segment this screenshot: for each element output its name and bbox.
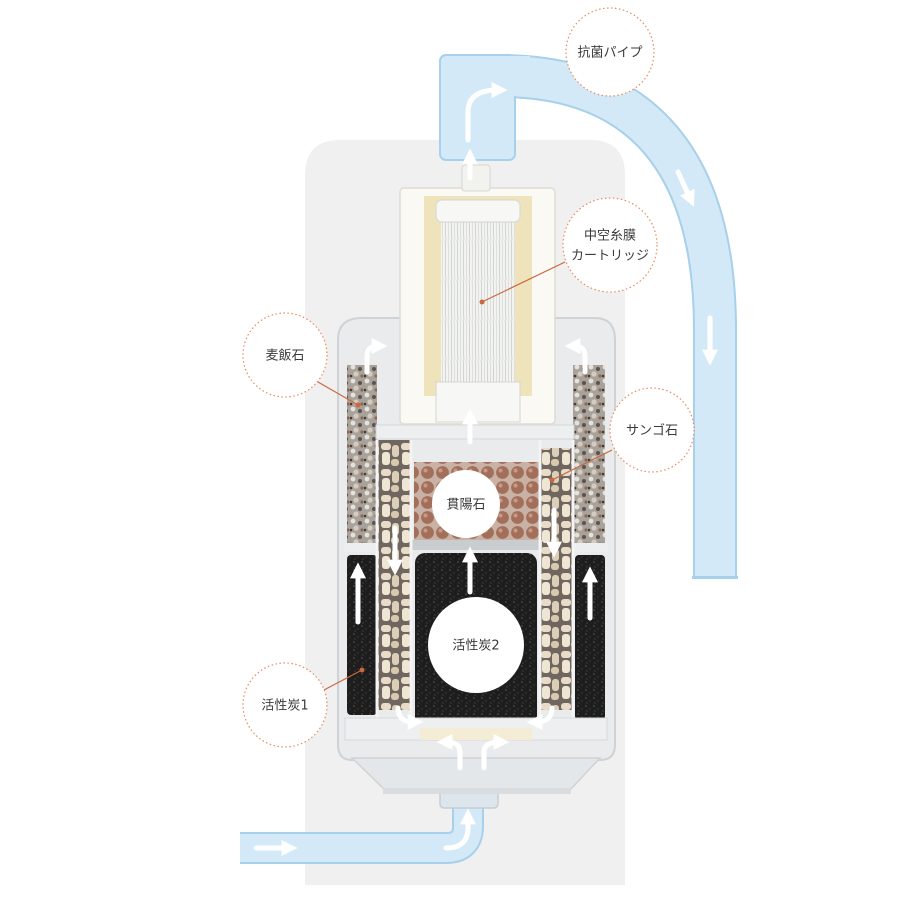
coral-stone-left — [378, 440, 410, 710]
label-coral-stone: サンゴ石 — [609, 387, 695, 473]
bottom-plate-beige — [420, 728, 532, 740]
leader-activated-carbon-1 — [323, 669, 363, 691]
arrow-bottom-left-turn — [395, 705, 424, 730]
label-circle-bakuhanseki — [242, 312, 328, 398]
flow-arrows — [253, 82, 719, 857]
pipe-end-cap — [692, 576, 738, 579]
label-text-hollow-fiber-line2: カートリッジ — [571, 249, 649, 264]
fiber-bottom-cap — [435, 381, 521, 423]
label-text-antibacterial-pipe: 抗菌パイプ — [577, 46, 642, 61]
middle-separator — [412, 540, 542, 550]
label-bakuhanseki: 麦飯石 — [242, 312, 328, 398]
label-circle-antibacterial-pipe — [565, 7, 655, 97]
right-separator — [572, 543, 608, 552]
left-separator — [344, 543, 378, 552]
label-text-hollow-fiber-line1: 中空糸膜 — [584, 229, 636, 244]
pipe-joint-fill — [500, 56, 530, 96]
label-text-activated-carbon-2: 活性炭2 — [452, 639, 499, 654]
coral-stone-right — [541, 448, 572, 710]
arrow-pipe-upper — [675, 169, 695, 207]
label-circle-hollow-fiber — [562, 197, 658, 293]
leader-hollow-fiber — [481, 261, 566, 303]
label-kanyoseki: 貫陽石 — [432, 470, 500, 538]
arrow-bottom-split-right — [481, 734, 510, 771]
fiber-top-cap — [435, 199, 521, 223]
leader-bakuhanseki — [317, 381, 359, 406]
leader-lines — [317, 261, 613, 691]
leader-dot-hollow-fiber — [479, 299, 485, 305]
upper-separator — [375, 424, 575, 440]
filter-bottom-rim — [383, 788, 571, 794]
bakuhanseki-right — [573, 365, 605, 543]
arrow-bottom-split-left — [436, 734, 463, 771]
arrow-pipe-elbow — [465, 82, 508, 143]
label-activated-carbon-2: 活性炭2 — [428, 597, 524, 693]
hollow-fiber-cartridge — [399, 164, 556, 425]
label-circle-kanyoseki — [432, 470, 500, 538]
label-text-coral-stone: サンゴ石 — [626, 423, 678, 439]
cartridge-outlet-nozzle — [461, 164, 491, 192]
label-text-kanyoseki: 貫陽石 — [446, 498, 485, 513]
hollow-fiber-bundle — [441, 210, 515, 390]
arrow-top-right-turn — [564, 338, 588, 375]
leader-dot-coral-stone — [549, 477, 555, 483]
arrow-top-left-turn — [364, 338, 388, 375]
label-antibacterial-pipe: 抗菌パイプ — [565, 7, 655, 97]
bakuhanseki-left — [347, 365, 377, 543]
label-text-activated-carbon-1: 活性炭1 — [261, 699, 308, 714]
antibacterial-pipe — [439, 54, 738, 579]
arrow-bottom-right-turn — [526, 705, 555, 730]
arrow-inlet-elbow — [443, 808, 477, 851]
label-circle-activated-carbon-2 — [428, 597, 524, 693]
leader-dot-activated-carbon-1 — [359, 667, 365, 673]
activated-carbon-1-right — [575, 555, 605, 720]
pipe-body — [499, 56, 735, 578]
leader-coral-stone — [551, 449, 613, 481]
label-circle-activated-carbon-1 — [242, 662, 328, 748]
leader-dot-bakuhanseki — [355, 402, 361, 408]
filter-bottom-funnel — [350, 757, 602, 791]
label-hollow-fiber-cartridge: 中空糸膜 カートリッジ — [562, 197, 658, 293]
label-circle-coral-stone — [609, 387, 695, 473]
activated-carbon-1-left — [347, 555, 377, 715]
label-activated-carbon-1: 活性炭1 — [242, 662, 328, 748]
label-text-bakuhanseki: 麦飯石 — [265, 349, 304, 364]
